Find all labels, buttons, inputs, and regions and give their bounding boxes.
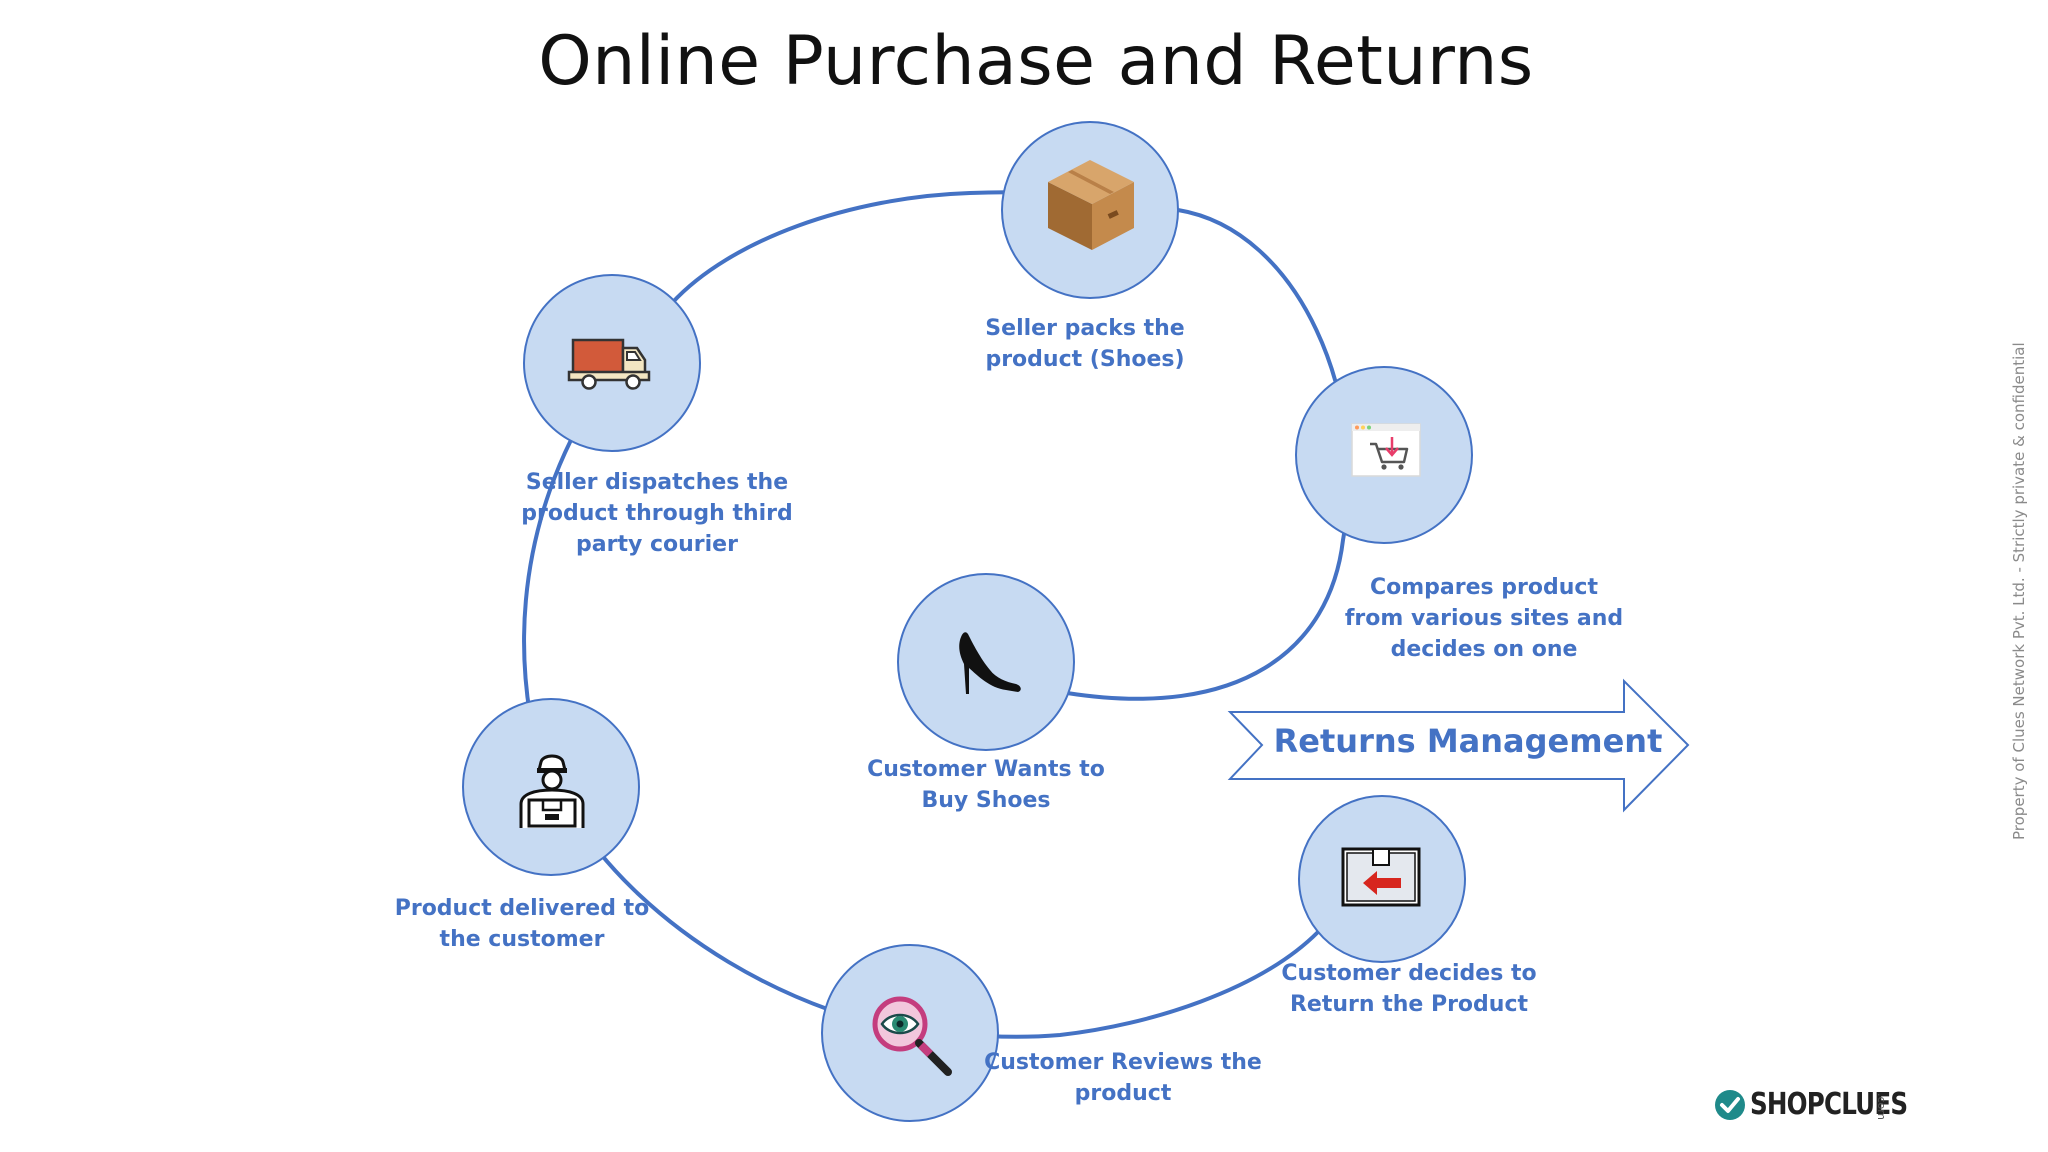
- step-label-packs: Seller packs the product (Shoes): [935, 313, 1235, 375]
- delivery-truck-icon: [567, 338, 651, 390]
- step-label-wants: Customer Wants to Buy Shoes: [836, 754, 1136, 816]
- label-line: product through third: [521, 501, 793, 526]
- step-label-dispatches: Seller dispatches the product through th…: [502, 467, 812, 560]
- label-line: from various sites and: [1344, 606, 1624, 631]
- logo-wordmark: SHOPCLUES: [1750, 1087, 1908, 1122]
- slide-title: Online Purchase and Returns: [538, 22, 1534, 101]
- label-line: product (Shoes): [985, 347, 1185, 372]
- label-line: the customer: [439, 927, 605, 952]
- returns-management-label: Returns Management: [1273, 722, 1663, 760]
- node-wants[interactable]: [897, 573, 1075, 751]
- step-label-delivered: Product delivered to the customer: [372, 893, 672, 955]
- label-line: product: [1074, 1081, 1172, 1106]
- step-label-returns: Customer decides to Return the Product: [1254, 958, 1564, 1020]
- shopclues-logo: SHOPCLUES .com: [1714, 1087, 1942, 1122]
- label-line: Seller packs the: [985, 316, 1185, 341]
- step-label-reviews: Customer Reviews the product: [968, 1047, 1278, 1109]
- check-circle-icon: [1715, 1089, 1745, 1120]
- shopping-cart-download-icon: [1351, 423, 1421, 477]
- label-line: Buy Shoes: [921, 788, 1051, 813]
- label-line: Customer decides to: [1281, 961, 1537, 986]
- label-line: Customer Wants to: [867, 757, 1105, 782]
- return-box-icon: [1341, 847, 1421, 907]
- logo-suffix: .com: [1875, 1093, 1888, 1120]
- step-label-compares: Compares product from various sites and …: [1329, 572, 1639, 665]
- label-line: Customer Reviews the: [984, 1050, 1262, 1075]
- label-line: Seller dispatches the: [525, 470, 789, 495]
- label-line: party courier: [576, 532, 738, 557]
- magnifier-eye-icon: [872, 996, 952, 1076]
- confidential-notice: Property of Clues Network Pvt. Ltd. - St…: [2010, 342, 2028, 840]
- label-line: Compares product: [1370, 575, 1598, 600]
- cardboard-box-icon: [1048, 160, 1134, 250]
- returns-arrow: [1227, 678, 1690, 813]
- label-line: Product delivered to: [394, 896, 650, 921]
- label-line: decides on one: [1390, 637, 1578, 662]
- label-line: Return the Product: [1289, 992, 1529, 1017]
- high-heel-shoe-icon: [959, 632, 1021, 694]
- courier-person-icon: [519, 754, 585, 828]
